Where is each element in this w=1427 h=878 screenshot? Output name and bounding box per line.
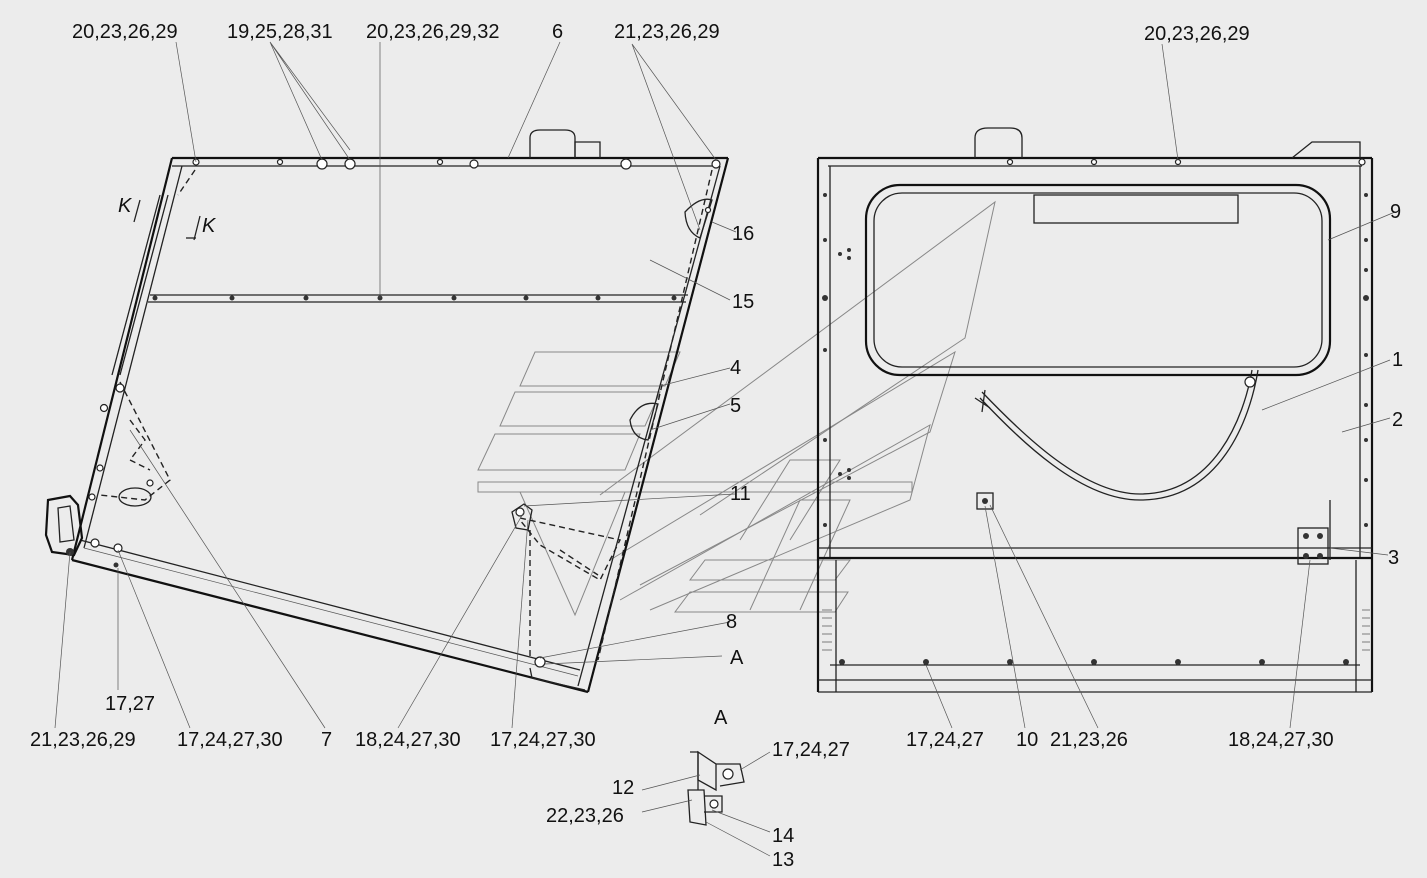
section-marks: K K: [118, 195, 217, 241]
callout-labels: 20,23,26,29 19,25,28,31 20,23,26,29,32 6…: [30, 21, 1403, 871]
label-a: A: [730, 647, 744, 669]
label-5: 5: [730, 395, 741, 417]
label-4: 4: [730, 357, 741, 379]
label-bottom-6: 21,23,26: [1050, 729, 1128, 751]
label-3: 3: [1388, 547, 1399, 569]
label-top-5: 21,23,26,29: [614, 21, 720, 43]
label-bottom-3: 18,24,27,30: [355, 729, 461, 751]
left-door-fasteners: [66, 158, 721, 668]
leader-lines: [54, 41, 1396, 857]
watermark-logo: [477, 200, 996, 617]
detail-a: [687, 750, 745, 826]
label-top-2: 19,25,28,31: [227, 21, 333, 43]
label-bottom-5: 17,24,27: [906, 729, 984, 751]
right-door-fasteners: [822, 158, 1370, 665]
detail-label-14: 14: [772, 825, 794, 847]
label-1: 1: [1392, 349, 1403, 371]
label-9: 9: [1390, 201, 1401, 223]
label-bottom-1: 21,23,26,29: [30, 729, 136, 751]
label-16: 16: [732, 223, 754, 245]
label-8: 8: [726, 611, 737, 633]
detail-label-12: 12: [612, 777, 634, 799]
label-bottom-4: 17,24,27,30: [490, 729, 596, 751]
label-11: 11: [730, 483, 751, 505]
label-15: 15: [732, 291, 754, 313]
label-top-1: 20,23,26,29: [72, 21, 178, 43]
label-17-27: 17,27: [105, 693, 155, 715]
label-bottom-8: 18,24,27,30: [1228, 729, 1334, 751]
detail-label-1: 17,24,27: [772, 739, 850, 761]
section-mark-2: K: [202, 215, 217, 237]
label-top-3: 20,23,26,29,32: [366, 21, 499, 43]
detail-label-3: 22,23,26: [546, 805, 624, 827]
right-door-view: [816, 127, 1374, 693]
label-2: 2: [1392, 409, 1403, 431]
label-bottom-2: 17,24,27,30: [177, 729, 283, 751]
label-bottom-10: 10: [1016, 729, 1038, 751]
label-bottom-7: 7: [321, 729, 332, 751]
label-top-4: 6: [552, 21, 563, 43]
left-door-view: [44, 129, 730, 694]
detail-label-13: 13: [772, 849, 794, 871]
label-right-top: 20,23,26,29: [1144, 23, 1250, 45]
detail-a-title: A: [714, 707, 728, 729]
section-mark-1: K: [118, 195, 133, 217]
